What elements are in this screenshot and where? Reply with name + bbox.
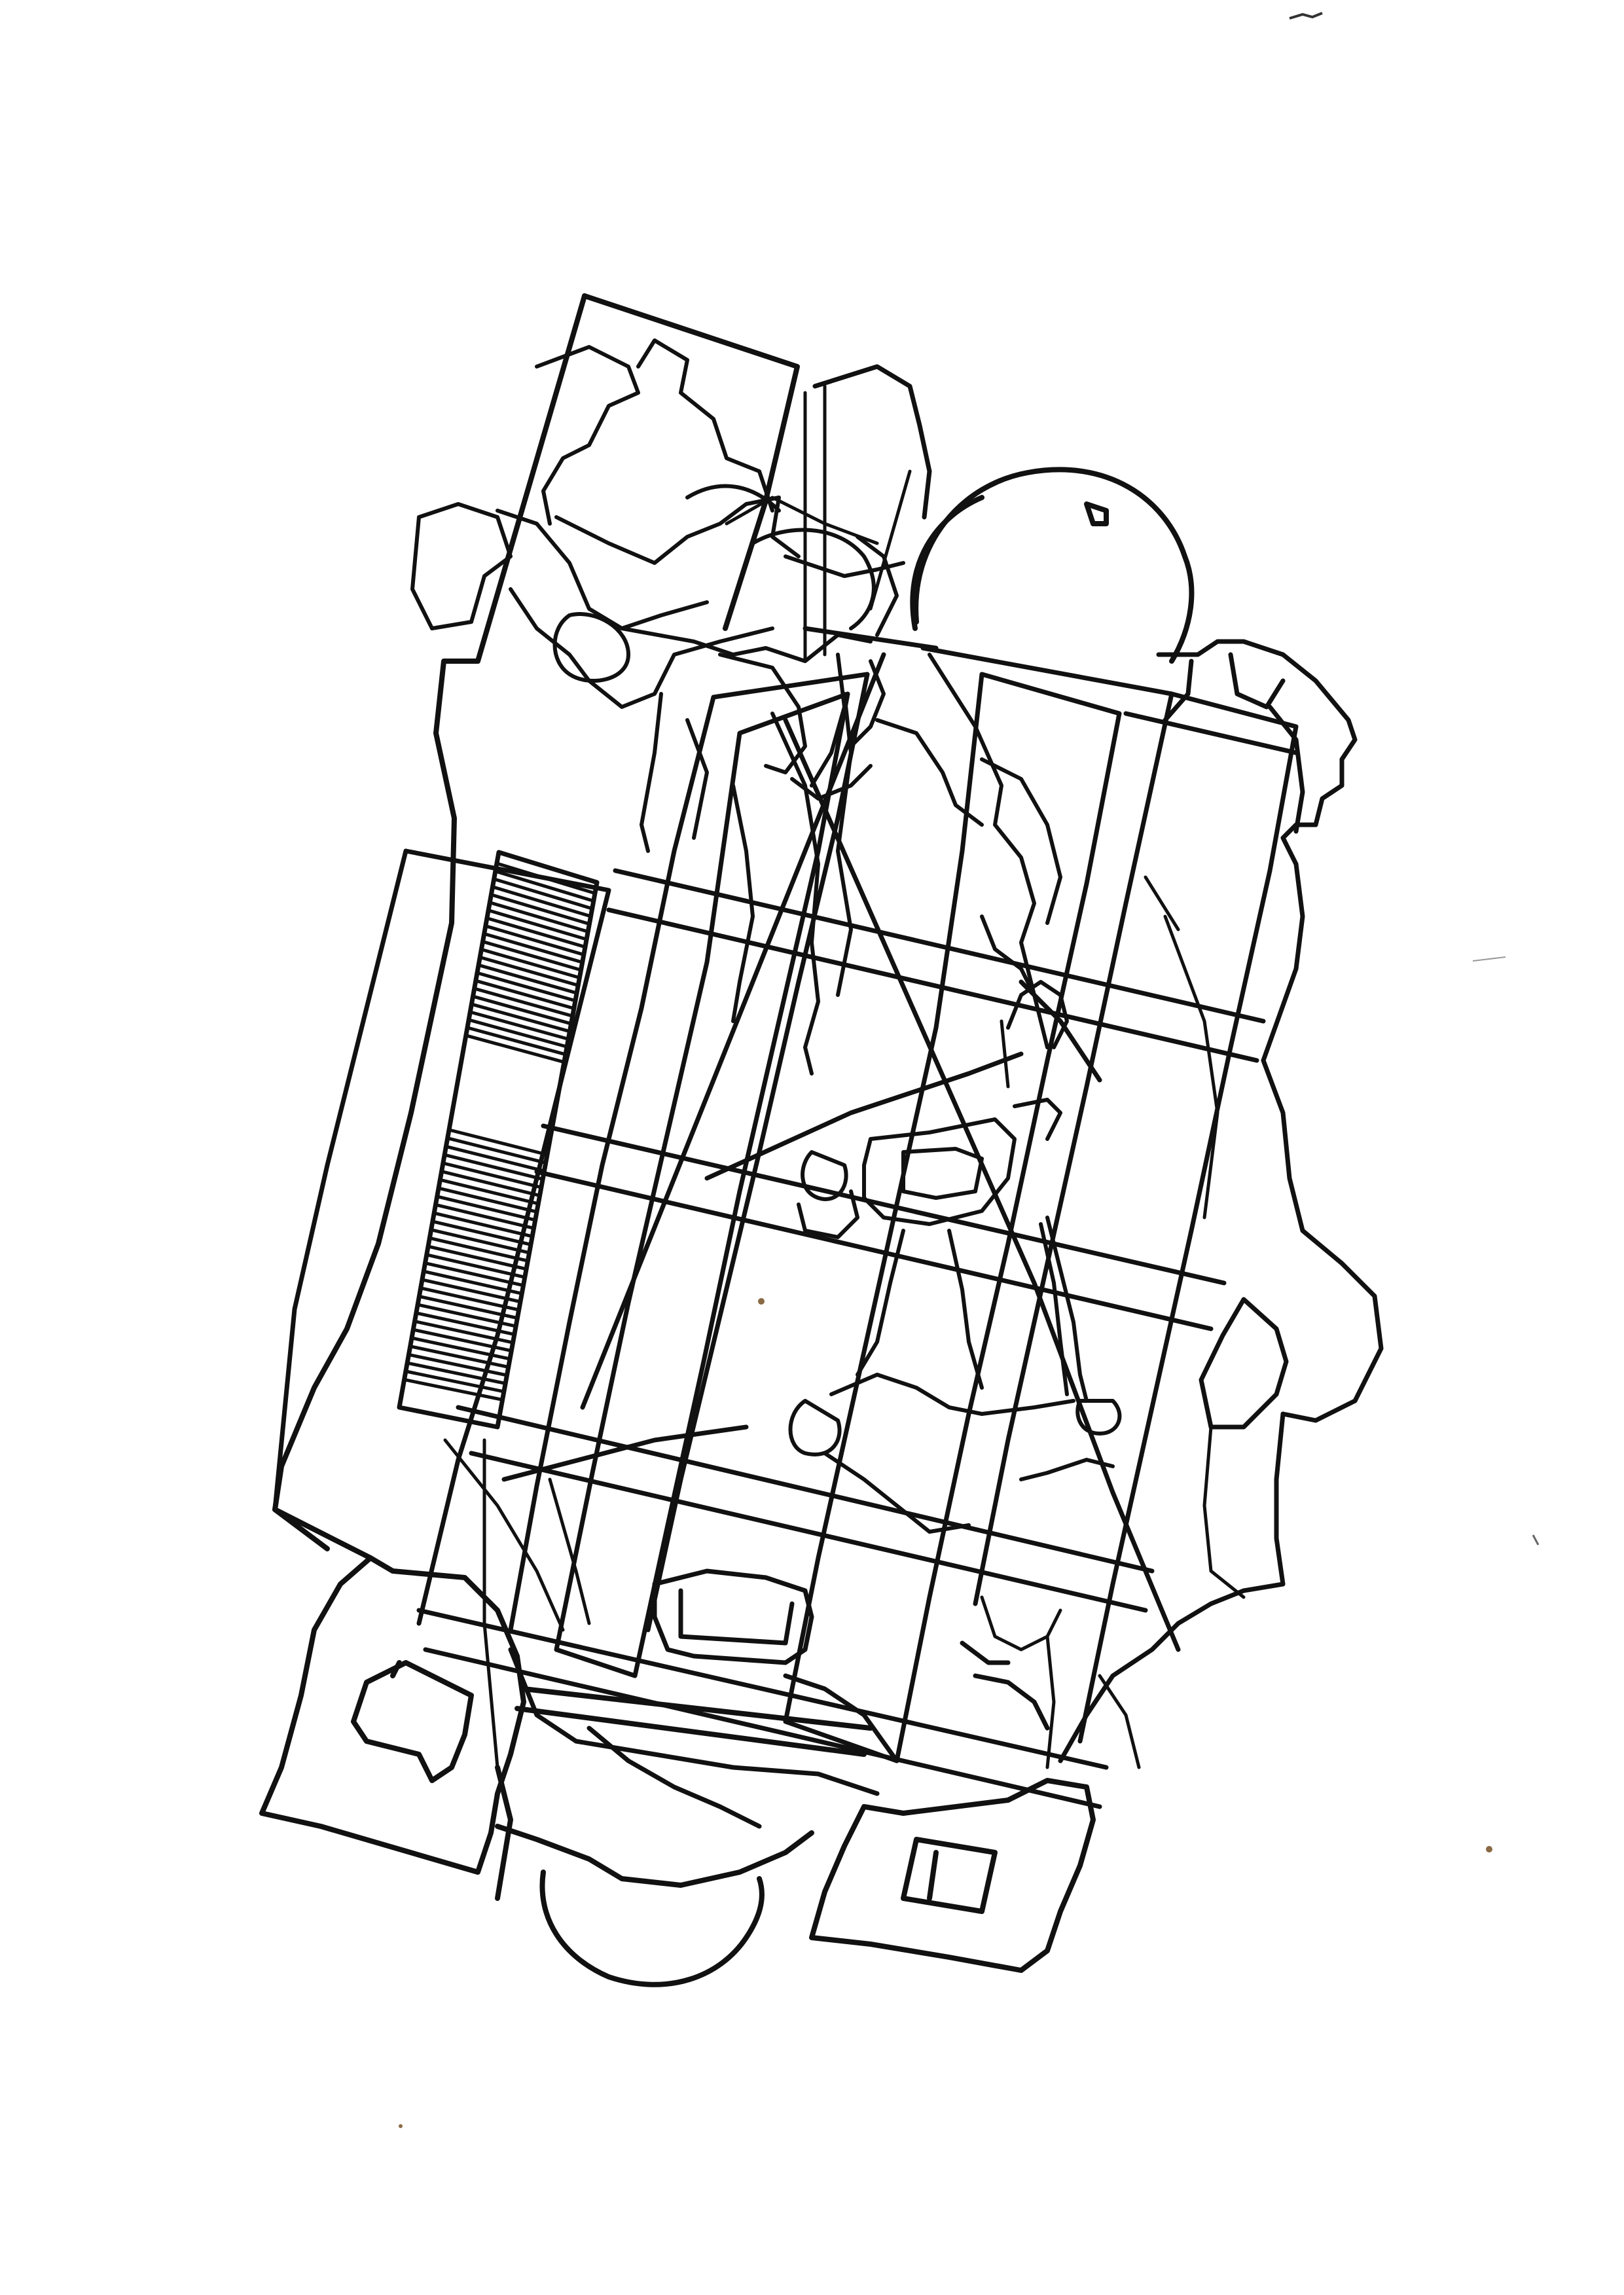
stair-tread	[410, 1336, 512, 1361]
upper-rooms	[410, 338, 984, 853]
faint-mark	[1472, 956, 1506, 962]
stair-tread	[411, 1328, 513, 1353]
stair-tread	[491, 885, 593, 918]
stair-tread	[481, 939, 583, 972]
stair-tread	[429, 1228, 532, 1255]
speck	[758, 1298, 765, 1305]
stair-tread	[477, 963, 579, 995]
stair-tread	[433, 1202, 535, 1230]
stair-tread	[404, 1369, 506, 1394]
outer-outline-frame	[272, 293, 800, 1561]
stair-tread	[485, 916, 587, 949]
circular-apse	[910, 467, 1195, 664]
stair-tread	[414, 1311, 516, 1337]
stair-tread	[469, 1002, 571, 1034]
stair-tread	[465, 1026, 568, 1057]
stair-tread	[484, 924, 586, 956]
stair-ladder	[397, 850, 600, 1430]
stair-tread	[489, 893, 591, 926]
stair-tread	[467, 1018, 569, 1049]
paper-specks	[399, 12, 1540, 2128]
crossing-lines	[443, 384, 1246, 1769]
stair-tread	[473, 986, 575, 1018]
stair-tread	[479, 947, 581, 980]
stair-tread	[474, 979, 576, 1010]
stair-tread	[464, 1034, 566, 1064]
stair-tread	[444, 1144, 546, 1173]
stair-tread	[438, 1178, 540, 1206]
stair-tread	[431, 1220, 533, 1246]
stair-tread	[494, 869, 596, 903]
lower-center	[508, 1568, 1050, 1829]
stair-tread	[427, 1236, 530, 1263]
stair-tread	[420, 1278, 522, 1304]
stair-tread	[405, 1361, 507, 1385]
stair-tread	[437, 1186, 539, 1214]
stair-tread	[435, 1195, 537, 1222]
stair-tread	[495, 861, 597, 895]
skeletal-figures	[731, 653, 1122, 1534]
stair-tread	[424, 1261, 526, 1288]
ink-mark	[1289, 12, 1323, 20]
stair-tread	[478, 955, 580, 987]
stair-tread	[471, 994, 573, 1026]
bottom-rooms	[259, 1555, 1096, 1973]
stair-tread	[486, 909, 588, 941]
building-outline	[812, 364, 1384, 1763]
stair-tread	[425, 1253, 527, 1279]
stair-tread	[408, 1345, 511, 1369]
speck	[1486, 1846, 1492, 1852]
stair-tread	[403, 1378, 505, 1401]
stair-tread	[413, 1320, 515, 1345]
speck	[399, 2124, 403, 2128]
stair-tread	[422, 1269, 524, 1295]
stair-tread	[442, 1153, 545, 1181]
stair-tread	[440, 1170, 542, 1197]
stair-tread	[419, 1286, 521, 1312]
stair-tread	[482, 932, 585, 964]
stair-tread	[441, 1161, 543, 1189]
stair-tread	[492, 877, 594, 911]
faint-mark	[1532, 1534, 1540, 1545]
stair-tread	[406, 1352, 509, 1377]
stair-tread	[417, 1294, 519, 1320]
stair-tread	[432, 1211, 534, 1238]
bottom-rounded-apse	[495, 1765, 765, 1987]
stair-tread	[416, 1303, 518, 1328]
stair-tread	[468, 1010, 570, 1041]
stair-tread	[426, 1244, 528, 1271]
stair-tread	[488, 901, 590, 933]
stair-tread	[447, 1128, 549, 1157]
stair-tread	[446, 1136, 548, 1165]
stair-tread	[475, 971, 577, 1003]
